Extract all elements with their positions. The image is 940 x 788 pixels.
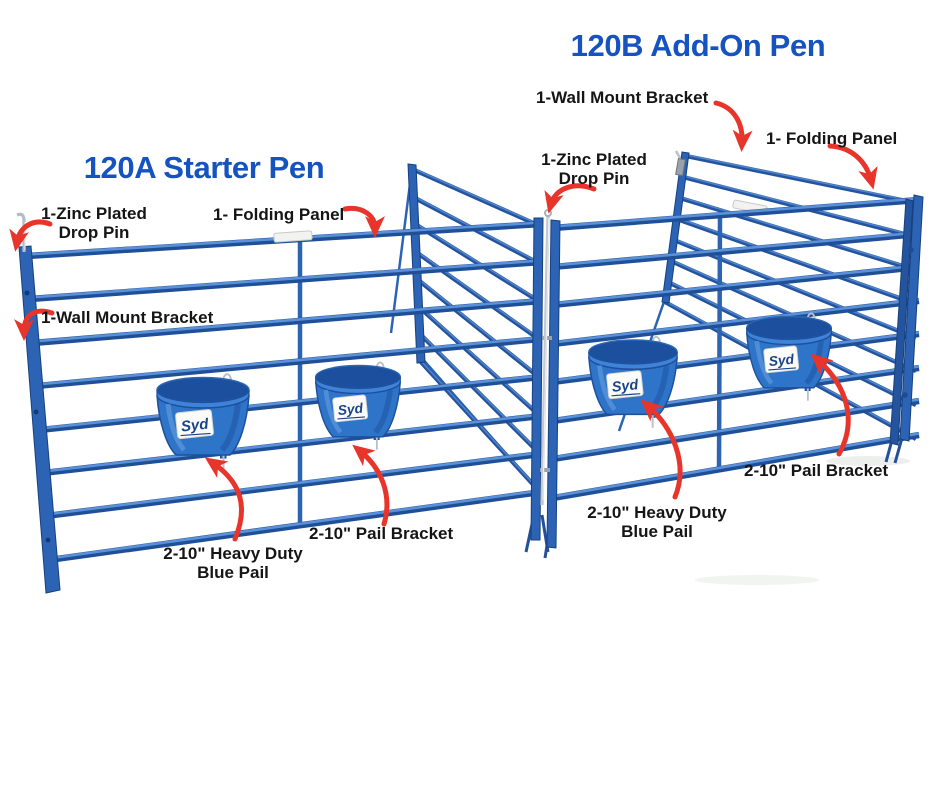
zinc-drop-pin [16,212,26,252]
starter-pen-title: 120A Starter Pen [83,150,325,185]
zinc-drop-pin-handle [544,209,552,217]
arrow-addon-folding-panel [827,143,878,190]
wall-mount-bracket [675,158,686,177]
label-line: 1-Zinc Plated [541,150,647,169]
label-starter-folding-panel: 1- Folding Panel [213,205,345,224]
label-line: Drop Pin [58,223,130,242]
label-line: 2-10" Heavy Duty [587,503,727,522]
folding-panel-hinge-post [889,198,914,446]
arrow-starter-wall-mount-bracket [14,308,55,341]
panel-center-brace [716,214,723,470]
post-hole [24,290,30,296]
label-line: 1-Zinc Plated [41,204,147,223]
arrow-starter-pail-bracket [352,444,390,527]
annotation-arrows [9,100,878,542]
addon-pen-end-post [546,219,561,549]
label-starter-zinc-drop-pin: 1-Zinc Plated Drop Pin [24,204,164,242]
corner-post [899,194,924,442]
label-line: Blue Pail [621,522,693,541]
addon-pen-title: 120B Add-On Pen [570,28,826,63]
starter-pen-pail-1 [157,374,249,469]
starter-pen-folding-panel [389,163,540,492]
starter-pen-end-post [530,217,544,541]
folding-panel-end-post [661,151,690,304]
wall-mount-bracket-pin [674,150,682,159]
label-starter-wall-mount-bracket: 1-Wall Mount Bracket [41,308,214,327]
arrow-addon-zinc-drop-pin [544,183,597,214]
arrow-addon-pail-bracket [810,353,851,457]
label-line: Drop Pin [558,169,630,188]
label-addon-heavy-duty-pail: 2-10" Heavy Duty Blue Pail [572,503,742,541]
label-starter-pail-bracket: 2-10" Pail Bracket [309,524,454,543]
folding-panel-end-post [407,163,426,364]
arrow-starter-heavy-duty-pail [204,457,244,542]
post-hole [33,409,39,415]
arrow-addon-wall-mount-bracket [713,100,753,152]
label-line: 2-10" Heavy Duty [163,544,303,563]
arrow-addon-heavy-duty-pail [640,399,683,500]
label-addon-zinc-drop-pin: 1-Zinc Plated Drop Pin [524,150,664,188]
post-foot [893,437,904,464]
label-addon-folding-panel: 1- Folding Panel [766,129,898,148]
zinc-drop-pin [540,214,550,506]
label-starter-heavy-duty-pail: 2-10" Heavy Duty Blue Pail [148,544,318,582]
folding-panel-leg [389,175,413,334]
panel-id-plate [273,230,313,243]
label-line: Blue Pail [197,563,269,582]
arrow-starter-folding-panel [342,205,385,238]
center-connection [524,209,561,559]
hinge-knuckle [908,247,914,253]
post-hole [45,537,51,543]
addon-pen-front-panel [553,194,924,498]
arrow-starter-zinc-drop-pin [9,219,53,252]
hinge-knuckle [902,392,908,398]
ground-shadows [695,456,910,585]
label-addon-wall-mount-bracket: 1-Wall Mount Bracket [536,88,709,107]
label-addon-pail-bracket: 2-10" Pail Bracket [744,461,889,480]
zinc-drop-pin-highlight [542,217,550,501]
